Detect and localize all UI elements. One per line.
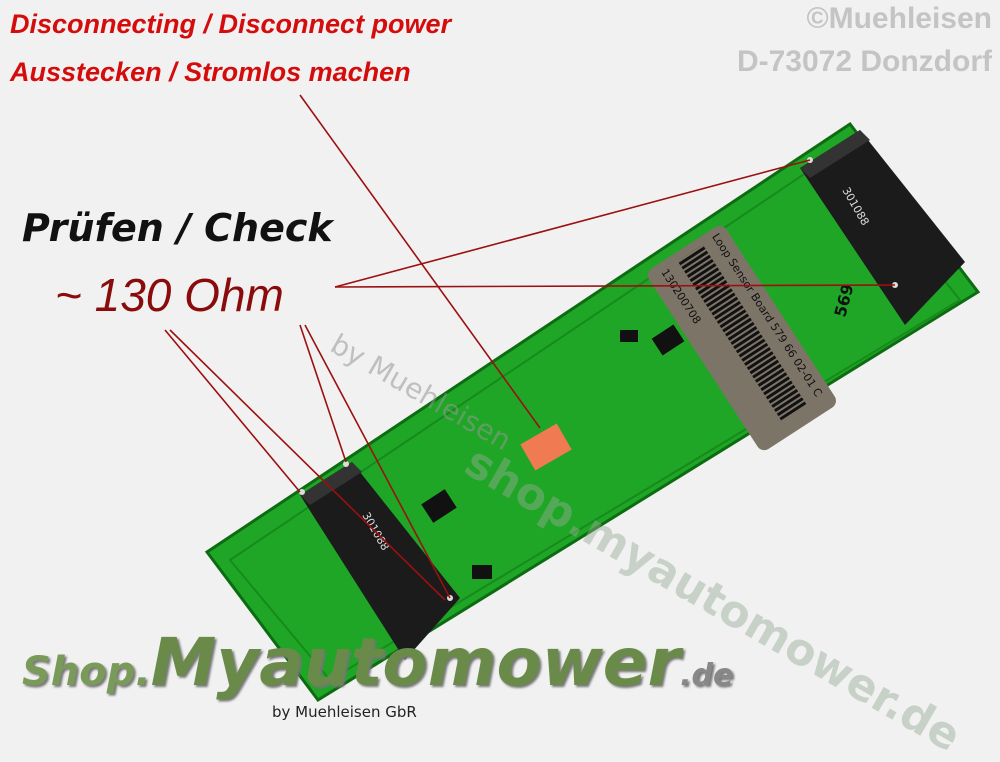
pcb-photo: Loop Sensor Board 579 66 02-01 C 1302007… bbox=[164, 94, 981, 702]
logo-name: Myautomower bbox=[150, 624, 681, 701]
annotation-lines bbox=[164, 94, 896, 601]
warning-line-1: Disconnecting / Disconnect power bbox=[10, 9, 452, 39]
logo-byline: by Muehleisen GbR bbox=[272, 703, 417, 721]
shop-logo: Shop.Myautomower.de bbox=[22, 630, 733, 696]
copyright-line-1: ©Muehleisen bbox=[806, 2, 992, 35]
warning-line-2: Ausstecken / Stromlos machen bbox=[10, 57, 411, 87]
ic-chips bbox=[421, 324, 685, 579]
resistance-value: ~ 130 Ohm bbox=[55, 269, 284, 321]
connector bbox=[520, 423, 572, 471]
check-label: Prüfen / Check bbox=[22, 206, 333, 250]
logo-suffix: .de bbox=[680, 658, 734, 693]
logo-prefix: Shop. bbox=[22, 649, 151, 695]
relay-right: 301088 bbox=[800, 130, 965, 325]
copyright-line-2: D-73072 Donzdorf bbox=[736, 45, 992, 78]
barcode bbox=[677, 244, 807, 421]
